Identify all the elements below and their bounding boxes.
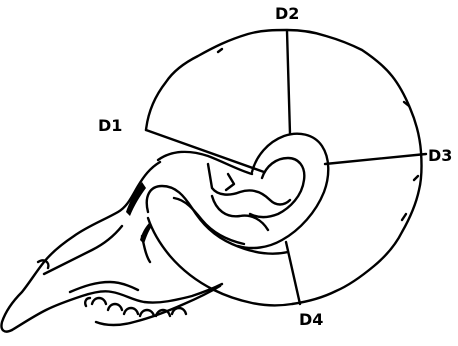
division-line-d3 <box>325 154 426 164</box>
label-d4: D4 <box>299 312 323 328</box>
head-outline-upper <box>1 162 160 332</box>
division-line-d4 <box>286 242 300 304</box>
division-line-d1 <box>146 130 264 172</box>
tooth-gap <box>85 298 90 306</box>
head-outline-lower <box>12 284 222 330</box>
horn-outer-outline <box>146 30 422 305</box>
division-line-d2 <box>287 31 290 134</box>
horn-lower-band-inner <box>174 198 244 244</box>
skull-plate-middle <box>208 164 290 205</box>
horn-shadow <box>140 222 152 244</box>
horn-inner-curl <box>250 158 304 217</box>
label-d3: D3 <box>428 148 452 164</box>
label-d1: D1 <box>98 118 122 134</box>
label-d2: D2 <box>275 6 299 22</box>
skull-suture <box>226 174 234 190</box>
skull-plate-lower <box>212 196 268 230</box>
horn-edge-notch <box>414 176 418 180</box>
horn-edge-notch <box>218 49 222 52</box>
horn-edge-notch <box>402 214 406 220</box>
